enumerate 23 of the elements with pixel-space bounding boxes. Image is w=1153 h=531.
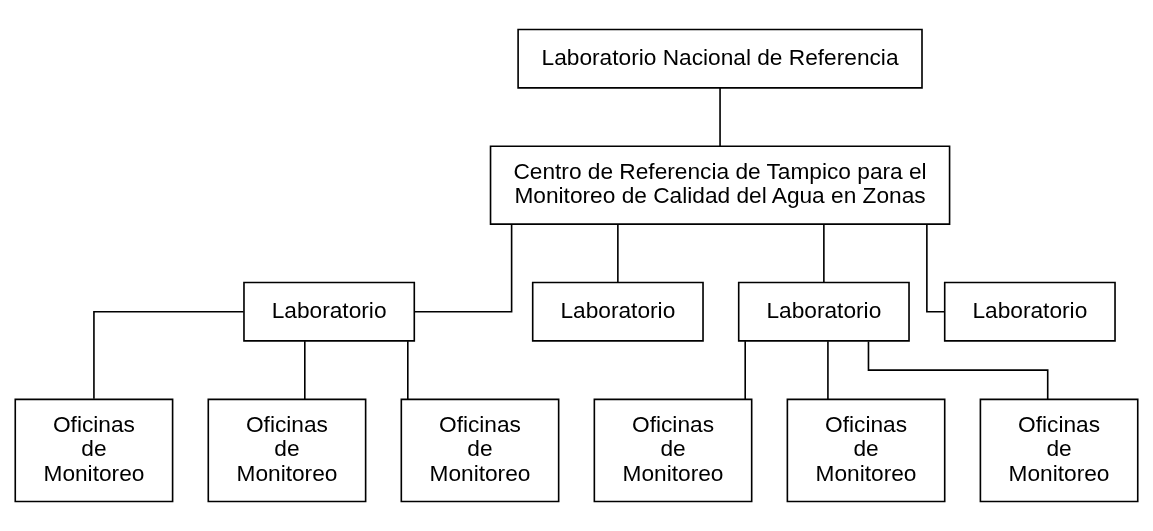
connector	[926, 223, 946, 313]
connector	[823, 223, 825, 283]
node-box: Oficinas de Monitoreo	[14, 398, 174, 503]
node-box: Laboratorio Nacional de Referencia	[517, 28, 923, 89]
node-box: Oficinas de Monitoreo	[400, 398, 560, 503]
connector	[93, 310, 245, 400]
connector	[719, 87, 721, 147]
connector	[867, 340, 1049, 400]
node-box: Oficinas de Monitoreo	[786, 398, 946, 503]
connector	[617, 223, 619, 283]
node-box: Oficinas de Monitoreo	[593, 398, 753, 503]
node-box: Laboratorio	[737, 281, 910, 342]
connector	[407, 340, 409, 400]
node-box: Centro de Referencia de Tampico para el Monitoreo de Calidad del Agua en Zonas	[489, 145, 951, 225]
node-box: Oficinas de Monitoreo	[207, 398, 367, 503]
node-box: Laboratorio	[943, 281, 1116, 342]
node-box: Oficinas de Monitoreo	[979, 398, 1139, 503]
connector	[413, 223, 513, 313]
node-box: Laboratorio	[243, 281, 416, 342]
connector	[744, 340, 746, 400]
connector	[827, 340, 829, 400]
connector	[304, 340, 306, 400]
node-box: Laboratorio	[531, 281, 704, 342]
